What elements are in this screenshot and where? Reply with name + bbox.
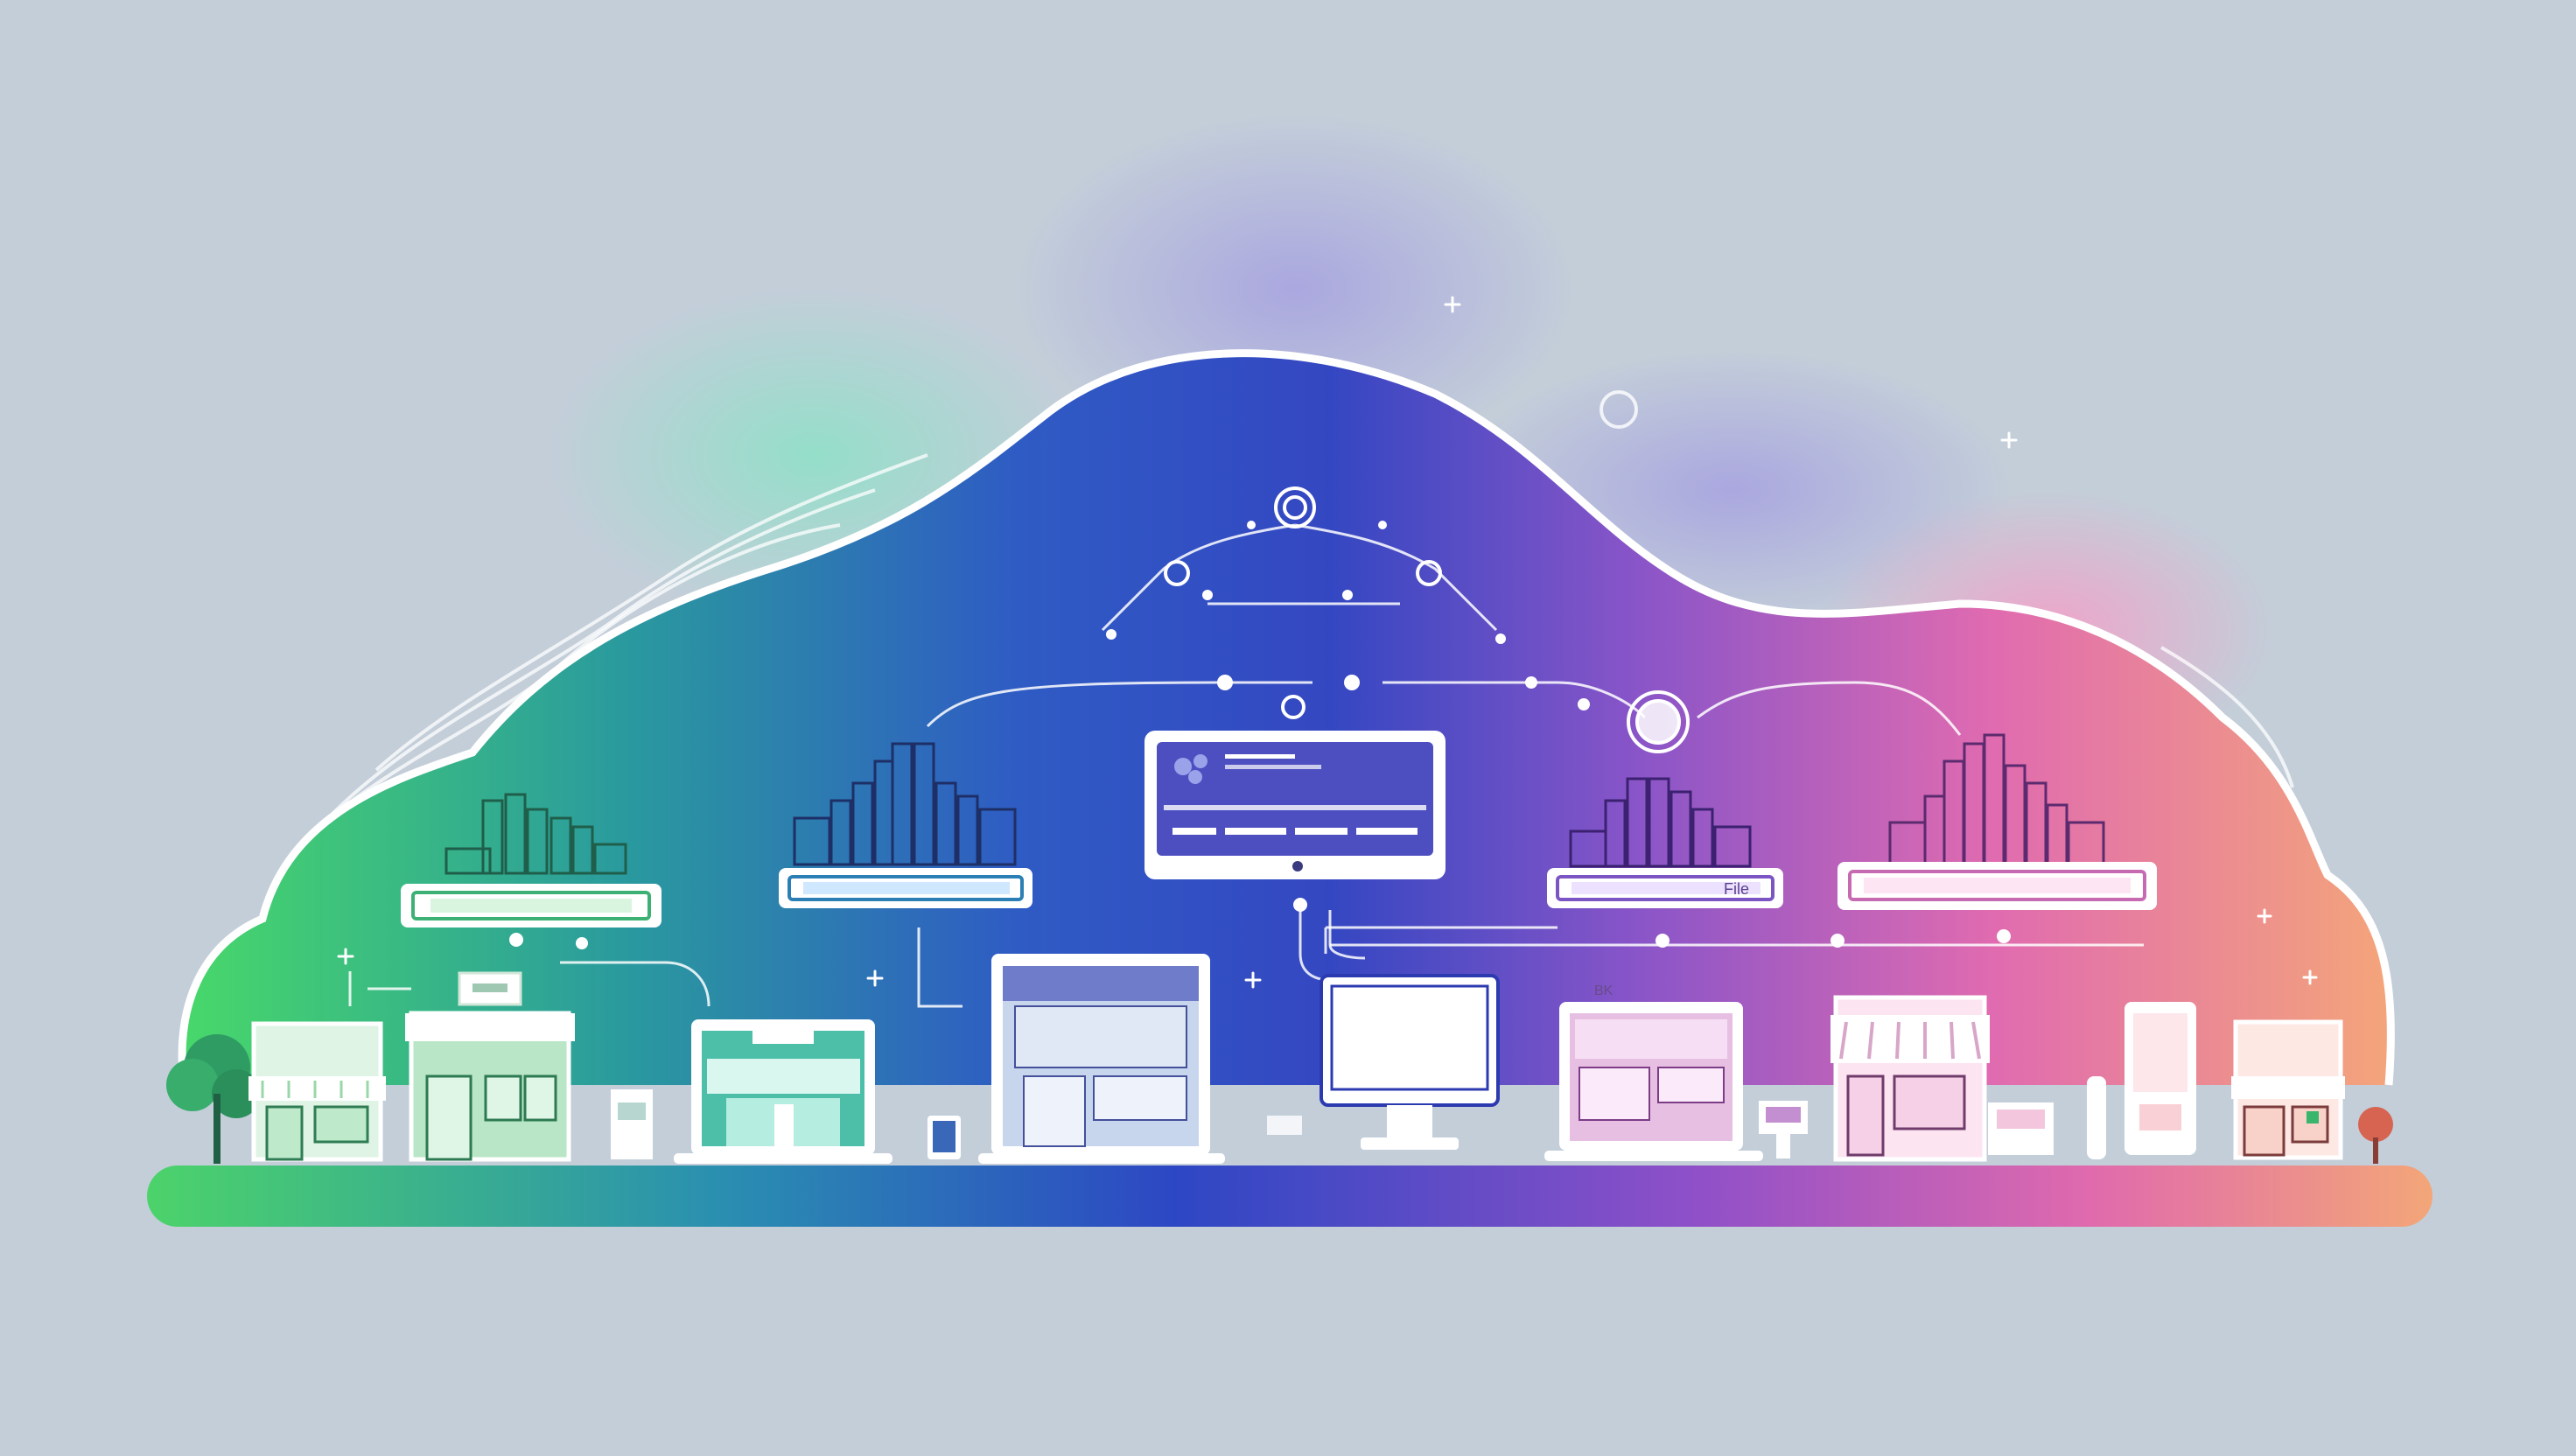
laptop-badge-label: BK xyxy=(1594,984,1614,998)
kiosk-small-2 xyxy=(1759,1101,1808,1158)
ground-bar xyxy=(147,1166,2432,1227)
central-monitor xyxy=(1144,731,1446,879)
storefront-2 xyxy=(405,971,575,1162)
network-hubs xyxy=(1164,390,1690,753)
tablet-small xyxy=(928,1116,961,1159)
storefront-4 xyxy=(2231,1019,2345,1160)
phone-kiosk xyxy=(2124,1002,2196,1155)
flow-lines xyxy=(287,453,2294,859)
register-counter xyxy=(1988,1076,2106,1159)
laptop-storefront-3: BK xyxy=(1544,984,1763,1161)
laptop-storefront-2 xyxy=(978,954,1225,1164)
server-rack-4 xyxy=(1838,733,2157,910)
tree-right xyxy=(2358,1107,2393,1164)
rack-file-label: File xyxy=(1724,880,1749,898)
server-rack-1 xyxy=(401,793,662,928)
kiosk-small-1 xyxy=(611,1089,653,1159)
laptop-storefront-1 xyxy=(674,1019,892,1164)
storefront-1 xyxy=(248,1021,386,1162)
server-rack-3: File xyxy=(1547,777,1783,908)
storefront-3 xyxy=(1830,995,1990,1162)
server-rack-2 xyxy=(779,742,1032,908)
cloud-outline xyxy=(178,349,2395,1086)
network-nodes xyxy=(509,521,2011,949)
sparkle-icons xyxy=(337,296,2318,989)
network-lines xyxy=(348,523,2144,1008)
desktop-monitor xyxy=(1267,974,1500,1150)
